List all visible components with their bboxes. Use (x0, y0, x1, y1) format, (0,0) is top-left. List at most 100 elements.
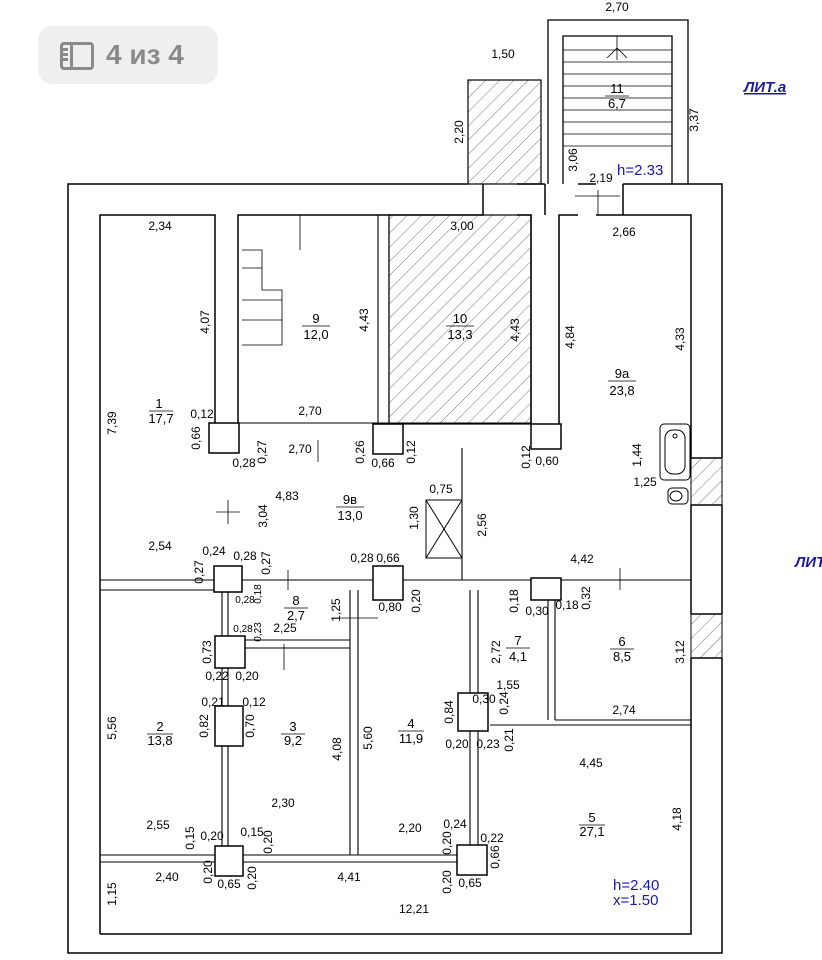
room-labels: 117,7 213,8 39,2 411,9 527,1 68,5 74,1 8… (147, 81, 636, 839)
dimension-label: 9в (343, 492, 357, 507)
vent-shaft (425, 499, 463, 559)
tick-marks (216, 190, 621, 670)
dimension-label: 4,45 (579, 756, 603, 770)
dimension-label: 0,15 (183, 826, 197, 850)
dimension-label: 4,43 (357, 308, 371, 332)
dimension-label: 0,32 (579, 586, 593, 610)
dimension-label: 0,27 (192, 560, 206, 584)
dimension-label: 2,20 (398, 821, 422, 835)
dimension-label: 1,30 (407, 506, 421, 530)
dimension-label: 0,28 (233, 624, 253, 635)
dimension-label: 2,70 (605, 0, 629, 14)
dimension-label: 0,27 (255, 440, 269, 464)
room-label-8: 82,7 (284, 593, 308, 623)
dimension-label: 0,12 (242, 695, 266, 709)
annex-height: h=2.33 (617, 162, 663, 179)
dimension-label: 0,21 (201, 695, 225, 709)
room-label-4: 411,9 (398, 716, 424, 746)
dimension-label: 27,1 (579, 824, 604, 839)
room-label-1: 117,7 (148, 396, 173, 426)
dimension-label: 1,44 (630, 443, 644, 467)
dimension-label: 2 (156, 719, 163, 734)
dimension-label: 0,75 (429, 482, 453, 496)
dimension-label: 0,20 (200, 829, 224, 843)
dimension-label: 13,0 (337, 508, 362, 523)
dimension-label: 1,50 (491, 47, 515, 61)
gallery-counter-badge[interactable]: 4 из 4 (38, 26, 218, 84)
dimension-label: 2,66 (612, 225, 636, 239)
room-label-3: 39,2 (281, 719, 305, 748)
dimension-label: 2,40 (155, 870, 179, 884)
dimension-label: 0,82 (197, 714, 211, 738)
dimension-label: 0,12 (190, 407, 214, 421)
dimension-label: 9а (615, 366, 630, 381)
dimension-label: 0,24 (443, 817, 467, 831)
dimension-label: 4,08 (330, 737, 344, 761)
dimension-label: 13,8 (147, 733, 172, 748)
dimension-label: 0,20 (440, 870, 454, 894)
dimension-label: 4,42 (570, 552, 594, 566)
dimension-label: 4,84 (563, 325, 577, 349)
dimension-label: 1 (155, 396, 162, 411)
dimension-label: 3,12 (673, 640, 687, 664)
dimension-label: 2,54 (148, 539, 172, 553)
dimension-label: 12,0 (303, 327, 328, 342)
dimension-label: 10 (453, 311, 467, 326)
dimension-label: 0,22 (480, 831, 504, 845)
dimension-labels: 2,70 1,50 2,20 3,37 3,06 2,19 2,34 3,00 … (105, 0, 701, 916)
dimension-label: 2,56 (475, 513, 489, 537)
dimension-label: 3,04 (256, 504, 270, 528)
dimension-label: 0,28 (232, 456, 256, 470)
dimension-label: 0,30 (472, 692, 496, 706)
dimension-label: 9,2 (284, 733, 302, 748)
dimension-label: 9 (312, 311, 319, 326)
dimension-label: 6,7 (608, 96, 626, 111)
dimension-label: 5,56 (105, 716, 119, 740)
room-9-stairs (242, 215, 301, 346)
dimension-label: 0,30 (525, 604, 549, 618)
dimension-label: 0,66 (488, 845, 502, 869)
gallery-counter-text: 4 из 4 (106, 39, 184, 70)
dimension-label: 4,83 (275, 489, 299, 503)
dimension-label: 3,06 (566, 148, 580, 172)
dimension-label: 0,60 (535, 454, 559, 468)
dimension-label: 4,33 (673, 327, 687, 351)
dimension-label: 0,65 (217, 877, 241, 891)
dimension-label: 0,20 (201, 860, 215, 884)
room-10-hatched (388, 214, 532, 425)
dimension-label: 0,28 (350, 551, 374, 565)
dimension-label: 0,24 (497, 691, 511, 715)
dimension-label: 4,1 (509, 649, 527, 664)
dimension-label: 0,20 (409, 589, 423, 613)
room-label-11: 116,7 (605, 81, 629, 111)
dimension-label: 2,25 (273, 621, 297, 635)
dimension-label: 0,70 (243, 714, 257, 738)
dimension-label: 2,20 (452, 120, 466, 144)
dimension-label: 0,20 (245, 866, 259, 890)
lit-right-label: ЛИТ (794, 554, 822, 571)
dimension-label: 2,34 (148, 219, 172, 233)
dimension-label: 8 (292, 593, 299, 608)
dimension-label: 2,55 (146, 818, 170, 832)
dimension-label: 11,9 (399, 731, 423, 746)
dimension-label: 0,65 (458, 876, 482, 890)
dimension-label: 4,43 (508, 318, 522, 342)
dimension-label: 2,7 (287, 608, 305, 623)
dimension-label: 0,66 (376, 551, 400, 565)
dimension-label: 4,41 (337, 870, 361, 884)
dimension-label: 0,66 (371, 456, 395, 470)
room-label-6: 68,5 (610, 634, 634, 664)
dimension-label: 17,7 (148, 411, 173, 426)
dimension-label: 3,37 (687, 108, 701, 132)
room-label-9: 912,0 (302, 311, 330, 342)
dimension-label: 0,15 (240, 825, 264, 839)
main-height: h=2.40 (613, 877, 659, 894)
dimension-label: 0,28 (235, 595, 255, 606)
room-label-5: 527,1 (579, 810, 605, 839)
blue-annotations: ЛИТ.а ЛИТ (743, 79, 822, 571)
dimension-label: 0,18 (253, 584, 264, 604)
dimension-label: 13,3 (447, 327, 472, 342)
